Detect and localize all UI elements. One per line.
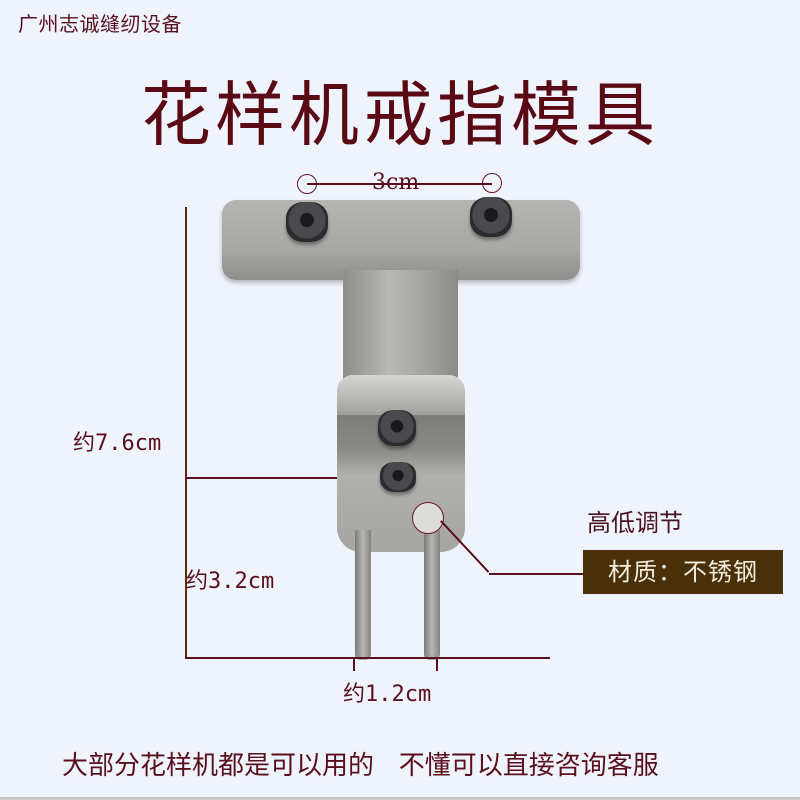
hex-screw-icon: [378, 410, 416, 446]
height-dimension-line: [185, 207, 187, 658]
hex-screw-icon: [286, 202, 328, 242]
prong-tick-left: [353, 657, 355, 671]
mid-dimension-tick: [185, 477, 337, 479]
lower-height-label: 约3.2cm: [186, 569, 275, 594]
hex-screw-icon: [380, 462, 416, 492]
footer-note: 大部分花样机都是可以用的 不懂可以直接咨询客服: [62, 751, 659, 781]
height-adjust-note: 高低调节: [587, 509, 683, 537]
top-mounting-plate: [222, 200, 580, 280]
adjust-point-marker: [412, 502, 444, 534]
width-label: 3cm: [372, 170, 420, 195]
bottom-dimension-line: [185, 657, 550, 659]
width-dimension-line: [307, 183, 492, 185]
stem-bend: [337, 375, 465, 415]
left-prong: [355, 530, 371, 660]
callout-leader-horizontal: [489, 573, 584, 575]
prong-tick-right: [436, 657, 438, 671]
brand-name: 广州志诚缝纫设备: [18, 12, 182, 36]
footer-divider: [0, 797, 800, 800]
prong-spacing-label: 约1.2cm: [343, 682, 432, 707]
material-badge: 材质：不锈钢: [583, 550, 783, 594]
right-prong: [424, 530, 440, 660]
hex-screw-icon: [470, 197, 512, 237]
product-title: 花样机戒指模具: [141, 74, 659, 156]
total-height-label: 约7.6cm: [73, 431, 162, 456]
